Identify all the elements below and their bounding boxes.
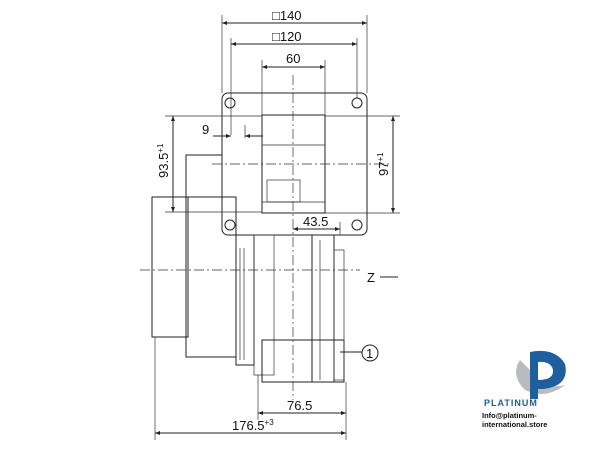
mounting-holes (224, 97, 363, 231)
dim-flange-outer: □140 (272, 8, 302, 23)
motor-housing (151, 154, 345, 383)
dim-outlet-width: 60 (286, 51, 300, 66)
platinum-logo (516, 350, 566, 399)
svg-text:97+1: 97+1 (376, 152, 391, 176)
dim-depth-total: 176.5+3 (232, 418, 274, 433)
dim-height-right: 97+1 (376, 152, 391, 176)
dim-offset-9: 9 (202, 122, 209, 137)
dim-depth-inner: 76.5 (287, 398, 312, 413)
dim-flange-inner: □120 (272, 29, 302, 44)
extension-lines (154, 15, 400, 440)
dim-outlet-offset: 43.5 (303, 214, 328, 229)
logo-email: Info@platinum-international.store (482, 411, 548, 429)
logo-brand: PLATINUM (484, 398, 538, 408)
axis-label-z: Z (367, 270, 375, 285)
dim-height-left: 93.5+1 (156, 143, 171, 178)
svg-text:93.5+1: 93.5+1 (156, 143, 171, 178)
callout-circle (361, 344, 379, 362)
dimension-lines (155, 21, 398, 435)
callout-number: 1 (366, 346, 373, 361)
